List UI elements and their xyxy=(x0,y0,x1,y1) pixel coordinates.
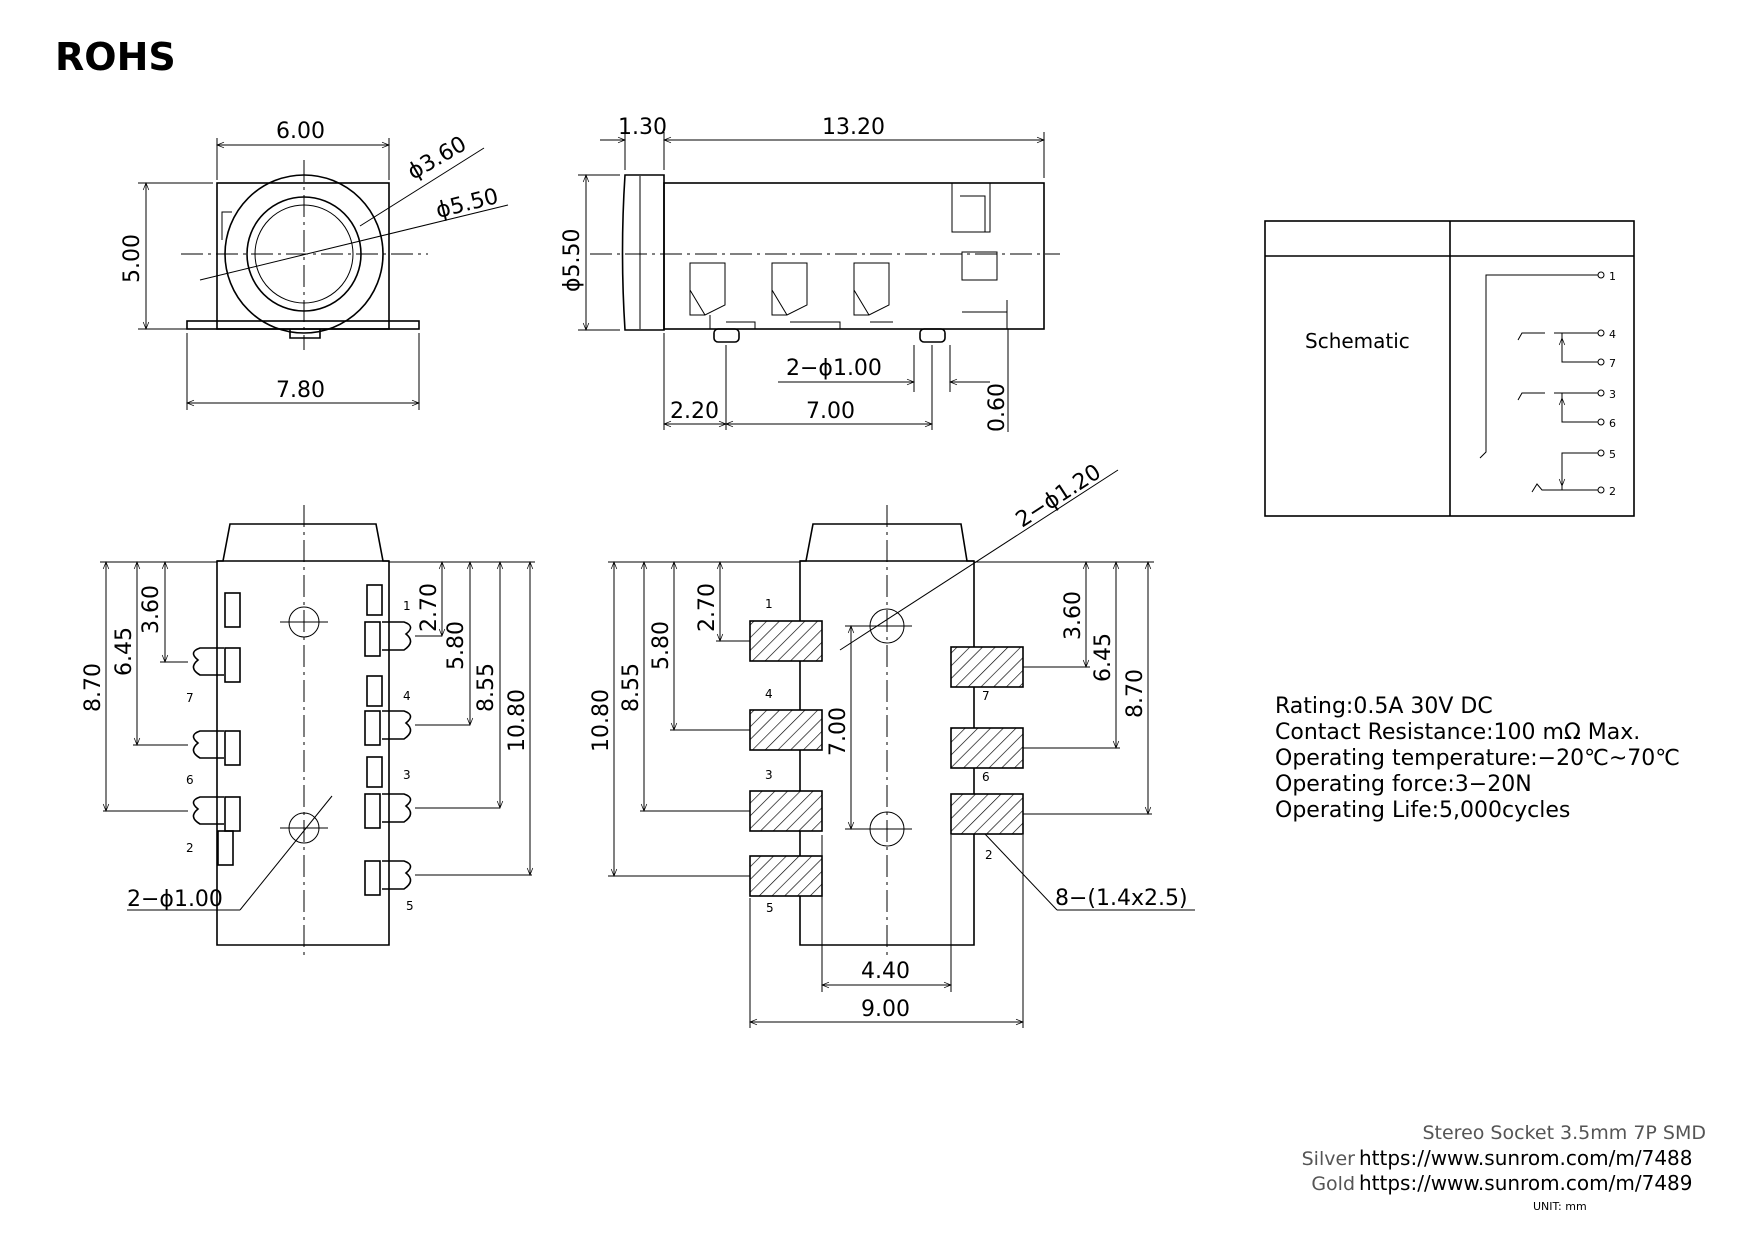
dim-label-footprint-hole-pitch: 7.00 xyxy=(826,707,851,756)
dim-label-top-view-pins-1: 7 xyxy=(186,691,194,705)
dim-label-side-view-peg-holes: 2−ϕ1.00 xyxy=(786,356,882,381)
dim-label-top-view-pins-0: 1 xyxy=(403,599,411,613)
dim-label-side-view-diameter: ϕ5.50 xyxy=(560,229,585,293)
dim-label-footprint-left-dims-3: 2.70 xyxy=(695,583,720,632)
dim-label-front-view-inner-diameter: ϕ5.50 xyxy=(433,184,501,224)
dim-label-front-view-width-bottom: 7.80 xyxy=(276,378,325,403)
pad-4 xyxy=(749,709,823,751)
gold-link[interactable]: https://www.sunrom.com/m/7489 xyxy=(1359,1171,1693,1195)
dim-label-footprint-pins-2: 3 xyxy=(765,768,773,782)
dim-label-top-view-left-dims-2: 3.60 xyxy=(139,585,164,634)
schematic-table: Schematic 1 4 7 3 6 5 2 xyxy=(1264,220,1635,517)
pad-3 xyxy=(749,790,823,832)
dim-label-top-view-pins-6: 5 xyxy=(406,899,414,913)
pad-5 xyxy=(749,855,823,897)
silver-label: Silver xyxy=(1302,1148,1356,1170)
dim-label-schematic-pins-4: 6 xyxy=(1609,417,1616,430)
dim-label-top-view-right-dims-1: 5.80 xyxy=(444,621,469,670)
dim-label-schematic-pins-0: 1 xyxy=(1609,270,1616,283)
dim-label-front-view-height: 5.00 xyxy=(120,234,145,283)
dim-label-footprint-pins-5: 6 xyxy=(982,770,990,784)
dim-label-footprint-pins-0: 1 xyxy=(765,597,773,611)
silver-link[interactable]: https://www.sunrom.com/m/7488 xyxy=(1359,1146,1693,1170)
schematic-label: Schematic xyxy=(1305,329,1410,353)
dim-label-footprint-holes: 2−ϕ1.20 xyxy=(1012,460,1106,533)
dim-label-footprint-right-dims-0: 3.60 xyxy=(1061,591,1086,640)
dim-label-footprint-left-dims-2: 5.80 xyxy=(649,621,674,670)
spec-operating-force: Operating force:3−20N xyxy=(1275,772,1532,797)
footer: Stereo Socket 3.5mm 7P SMD Silver https:… xyxy=(1302,1122,1706,1213)
dim-label-footprint-left-dims-0: 10.80 xyxy=(589,689,614,752)
unit-label: UNIT: mm xyxy=(1533,1200,1587,1213)
dim-label-top-view-pins-5: 2 xyxy=(186,841,194,855)
dim-label-top-view-pins-2: 4 xyxy=(403,689,411,703)
dim-label-footprint-left-dims-1: 8.55 xyxy=(619,663,644,712)
dim-label-top-view-holes: 2−ϕ1.00 xyxy=(127,887,223,912)
dim-label-footprint-pins-4: 7 xyxy=(982,689,990,703)
dim-label-front-view-width-top: 6.00 xyxy=(276,119,325,144)
top-view: 1 7 4 6 3 2 5 8.70 6.45 3.60 2.70 5.80 8… xyxy=(81,505,535,958)
spec-rating: Rating:0.5A 30V DC xyxy=(1275,694,1493,719)
spec-list: Rating:0.5A 30V DC Contact Resistance:10… xyxy=(1275,694,1680,823)
dim-label-top-view-right-dims-0: 2.70 xyxy=(417,583,442,632)
spec-operating-temperature: Operating temperature:−20℃~70℃ xyxy=(1275,746,1680,771)
dim-label-schematic-pins-5: 5 xyxy=(1609,448,1616,461)
rohs-logo: ROHS xyxy=(55,35,176,79)
dim-label-footprint-right-dims-2: 8.70 xyxy=(1123,669,1148,718)
footprint-view: 1 4 3 5 7 6 2 10.80 8.55 5.80 2.70 7.00 … xyxy=(589,460,1195,1028)
dim-label-footprint-pins-6: 2 xyxy=(985,848,993,862)
dim-label-schematic-pins-2: 7 xyxy=(1609,357,1616,370)
dim-label-side-view-flange: 1.30 xyxy=(618,115,667,140)
dim-label-schematic-pins-6: 2 xyxy=(1609,485,1616,498)
dim-label-footprint-pins-3: 5 xyxy=(766,901,774,915)
dim-label-top-view-right-dims-3: 10.80 xyxy=(505,689,530,752)
dim-label-footprint-pins-1: 4 xyxy=(765,687,773,701)
pad-2 xyxy=(950,793,1024,835)
dim-label-top-view-left-dims-0: 8.70 xyxy=(81,663,106,712)
dim-label-top-view-left-dims-1: 6.45 xyxy=(112,627,137,676)
spec-contact-resistance: Contact Resistance:100 mΩ Max. xyxy=(1275,720,1640,745)
dim-label-top-view-pins-4: 3 xyxy=(403,768,411,782)
pad-6 xyxy=(950,727,1024,769)
pad-1 xyxy=(749,620,823,662)
dim-label-top-view-right-dims-2: 8.55 xyxy=(474,663,499,712)
gold-label: Gold xyxy=(1311,1173,1355,1195)
dim-label-schematic-pins-1: 4 xyxy=(1609,328,1616,341)
front-view: 6.00 5.00 ϕ3.60 ϕ5.50 7.80 xyxy=(120,119,509,410)
dim-label-footprint-outer-width: 9.00 xyxy=(861,997,910,1022)
spec-operating-life: Operating Life:5,000cycles xyxy=(1275,798,1570,823)
footer-title: Stereo Socket 3.5mm 7P SMD xyxy=(1422,1122,1706,1144)
dim-label-footprint-pad-size: 8−(1.4x2.5) xyxy=(1055,886,1188,911)
dim-label-side-view-peg-pitch: 7.00 xyxy=(806,399,855,424)
dim-label-schematic-pins-3: 3 xyxy=(1609,388,1616,401)
dim-label-side-view-peg-offset: 2.20 xyxy=(670,399,719,424)
dim-label-footprint-right-dims-1: 6.45 xyxy=(1091,633,1116,682)
dim-label-side-view-length: 13.20 xyxy=(822,115,885,140)
dim-label-top-view-pins-3: 6 xyxy=(186,773,194,787)
dim-label-side-view-peg-height: 0.60 xyxy=(985,383,1010,432)
side-view: 1.30 13.20 ϕ5.50 2.20 7.00 2−ϕ1.00 0.60 xyxy=(560,115,1060,432)
dim-label-footprint-inner-width: 4.40 xyxy=(861,959,910,984)
pad-7 xyxy=(950,646,1024,688)
